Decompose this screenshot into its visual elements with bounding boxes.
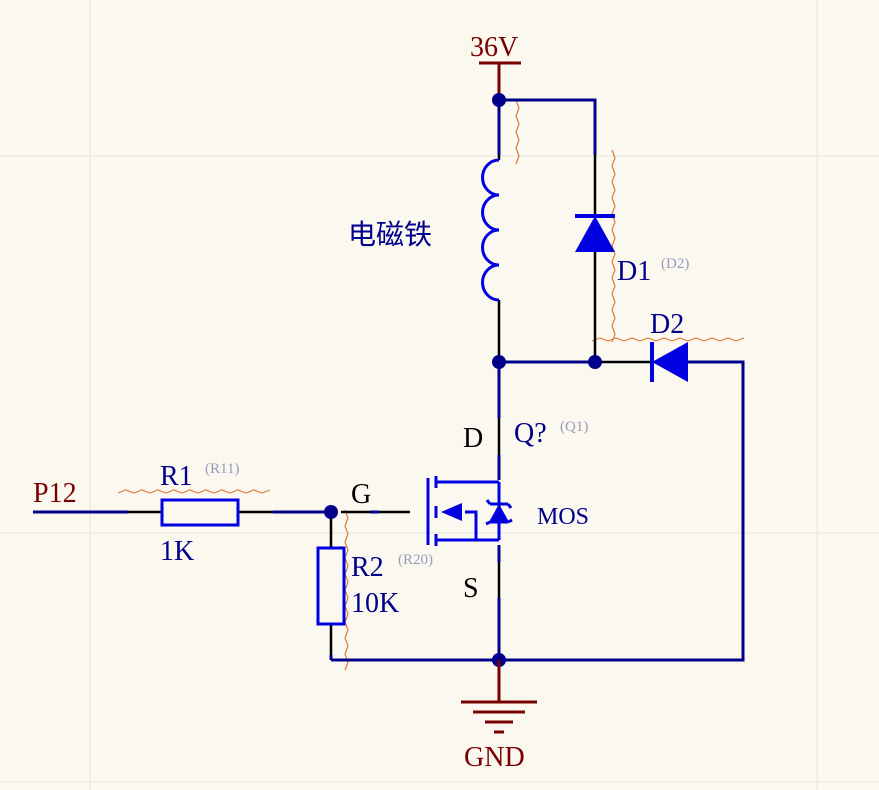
gnd-power-port[interactable]: GND [461, 660, 537, 773]
junction-gate [324, 505, 338, 519]
r1-value: 1K [160, 536, 194, 567]
diode-d1[interactable]: D1 (D2) [575, 214, 689, 287]
junction-drain [492, 355, 506, 369]
coil-symbol[interactable]: 电磁铁 [348, 158, 500, 302]
d2-label: D2 [650, 309, 684, 340]
mos-pin-g: G [351, 479, 371, 510]
mos-pin-s: S [463, 573, 479, 604]
junction-d1 [588, 355, 602, 369]
vcc-label: 36V [470, 32, 518, 63]
junction-vcc [492, 93, 506, 107]
resistor-r2[interactable]: R2 (R20) 10K [316, 546, 433, 626]
input-port[interactable]: P12 [33, 478, 77, 509]
junctions [324, 93, 602, 667]
pin-stubs [128, 155, 650, 690]
r2-label: R2 [351, 552, 384, 583]
r1-label: R1 [160, 461, 193, 492]
port-label: P12 [33, 478, 77, 509]
mosfet-symbol[interactable]: Q? (Q1) MOS D G S [351, 418, 589, 604]
coil-label: 电磁铁 [348, 218, 432, 251]
wires [33, 98, 745, 662]
r1-designator: (R11) [205, 461, 239, 477]
resistor-r1[interactable]: R1 (R11) 1K [160, 461, 240, 567]
r2-value: 10K [351, 588, 399, 619]
mos-designator: (Q1) [560, 419, 588, 435]
r2-designator: (R20) [398, 552, 433, 568]
mos-label: Q? [514, 418, 547, 449]
d1-label: D1 [617, 256, 651, 287]
diode-d2[interactable]: D2 [650, 309, 688, 382]
vcc-power-port[interactable]: 36V [470, 32, 521, 100]
mos-pin-d: D [463, 423, 483, 454]
gnd-label: GND [464, 742, 525, 773]
mos-type: MOS [537, 504, 589, 530]
d1-designator: (D2) [661, 256, 689, 272]
selection-marks [117, 99, 745, 671]
